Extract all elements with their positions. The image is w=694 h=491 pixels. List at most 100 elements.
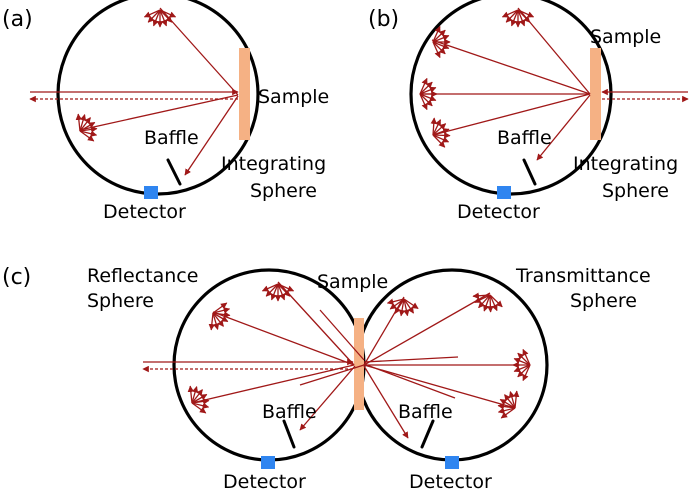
sample-label-a: Sample [258,86,329,108]
detector-label-a: Detector [103,201,186,223]
baffle-label-c-left: Baffle [262,401,317,423]
scatter-fan-b4-ray [432,128,450,136]
scatter-fan-b3-ray [419,93,437,102]
scatter-fan-c4-ray [389,298,405,310]
scatter-fan-c4-ray [403,298,419,310]
panel-a: (a) Sample Baffle Integrating Sphere Det… [2,0,329,223]
scatter-fan-b2-ray [432,41,441,59]
scatter-fan-c5-ray [474,294,491,304]
transmittance-label-line1: Transmittance [515,265,651,287]
scatter-fan-c3-ray [191,389,203,404]
reflected-ray-c3 [191,364,355,404]
scatter-fan-c2-ray [261,283,279,292]
scatter-fan-b4-ray [432,134,446,148]
panel-c-label: (c) [2,265,31,290]
scatter-fan-c1-ray [208,312,216,331]
sphere-label-a-line2: Sphere [250,180,317,202]
reflected-ray-a2 [79,94,239,131]
rays-a [29,7,239,176]
scatter-fan-b2-ray [432,25,441,43]
scatter-fan-b1-ray [505,9,519,23]
scatter-fan-c5-ray [472,292,491,300]
scatter-fan-b4-ray [432,119,442,136]
scatter-fan-c7-ray [500,407,516,419]
scatter-fan-a1-ray [159,9,168,27]
scatter-fan-c6-ray [517,364,531,378]
scatter-fan-c7-ray [512,390,520,409]
detector-b [497,186,511,199]
scatter-fan-c5-ray [489,294,498,312]
scatter-fan-b4-ray [432,132,451,139]
scatter-fan-a1-ray [159,9,173,23]
panel-b: (b) Sample Baffle Integrating Sphere Det… [368,0,689,223]
transmitted-ray-b5 [536,94,591,161]
detector-c-left [261,456,275,469]
scatter-fan-a2-ray [79,126,98,133]
scatter-fan-c3-ray [191,393,208,404]
scatter-fan-a2-ray [79,130,95,142]
scatter-fan-b3-ray [419,93,433,107]
transmitted-ray-c4 [363,364,516,409]
baffle-c-right [420,419,435,449]
sphere-label-a-line1: Integrating [221,153,326,175]
baffle-c-left [282,419,296,449]
sample-label-c: Sample [317,271,388,293]
reflected-ray-c2 [277,281,355,366]
scatter-fan-a2-ray [79,130,98,137]
scatter-fan-c7-ray [499,398,516,409]
scatter-fan-c6-ray [522,348,531,366]
scatter-fan-c1-ray [212,312,229,323]
scatter-fan-a1-ray [152,9,161,27]
reflectance-sphere [172,268,366,462]
rays-b [419,7,689,161]
scatter-fan-c6-ray [513,357,531,366]
scatter-fan-b4-ray [432,123,447,136]
scatter-fan-c6-ray [522,364,531,382]
sample-b [590,48,601,140]
scatter-fan-b1-ray [517,9,535,18]
transmitted-ray-c7 [363,363,456,399]
scatter-fan-a2-ray [79,121,96,132]
transmittance-label-line2: Sphere [570,290,637,312]
scatter-fan-c5-ray [487,294,494,313]
scatter-fan-c5-ray [483,294,491,312]
reflectance-label-line1: Reflectance [87,265,198,287]
scatter-fan-b4-ray [430,117,438,136]
detector-label-b: Detector [457,201,540,223]
scatter-fan-c2-ray [277,283,291,297]
scatter-fan-c4-ray [394,298,405,314]
scatter-fan-c7-ray [497,403,516,410]
scatter-fan-c5-ray [478,294,491,309]
baffle-b [522,158,537,186]
scatter-fan-c2-ray [270,283,279,301]
transmitted-ray-b4 [432,93,591,136]
sample-a [239,48,250,140]
panel-a-label: (a) [2,7,33,32]
rays-c [142,281,531,439]
scatter-fan-c2-ray [277,283,295,292]
scatter-fan-c1-ray [212,312,220,330]
scatter-fan-c1-ray [212,307,231,314]
scatter-fan-b3-ray [419,86,437,95]
transmitted-ray-b2 [431,39,591,95]
transmitted-ray-c2 [363,292,491,366]
transmitted-ray-c5 [363,365,409,439]
reflected-ray-a3 [184,95,239,176]
scatter-fan-c3-ray [187,385,195,404]
scatter-fan-b2-ray [432,41,450,50]
cross-ray-c2 [319,309,365,361]
baffle-label-c-right: Baffle [398,401,453,423]
cross-ray-c1 [299,364,365,386]
baffle-a [166,158,182,186]
scatter-fan-c4-ray [403,298,410,317]
sphere-label-b-line1: Integrating [573,153,678,175]
baffle-label-a: Baffle [144,127,199,149]
scatter-fan-a1-ray [147,9,161,23]
scatter-fan-c3-ray [191,402,210,409]
reflected-ray-c1 [212,311,355,366]
scatter-fan-c3-ray [191,398,210,405]
detector-label-c-left: Detector [223,471,306,491]
scatter-fan-a1-ray [159,9,177,18]
